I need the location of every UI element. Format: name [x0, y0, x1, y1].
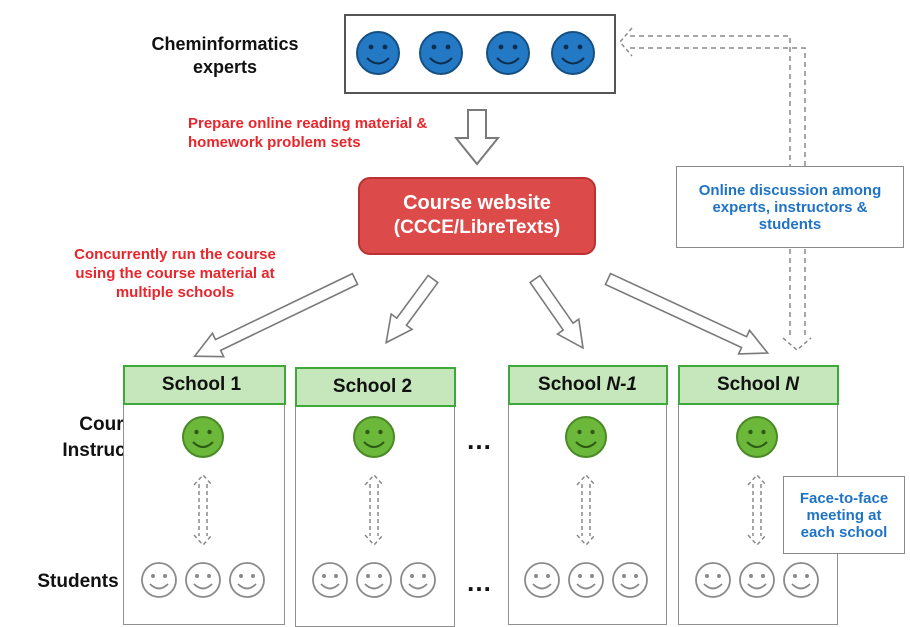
school-header-2: School 2: [294, 366, 456, 407]
student-face-icon: [695, 562, 731, 598]
expert-face-icon: [356, 31, 400, 75]
arrow-to-school-n-icon: [604, 272, 770, 355]
dashed-arrowhead-down-icon: [782, 337, 812, 351]
experts-label: Cheminformatics experts: [151, 34, 299, 77]
face-to-face-text: Face-to-face meeting at each school: [799, 489, 889, 541]
online-discussion-box: Online discussion among experts, instruc…: [676, 166, 904, 248]
face-to-face-arrow-icon: [747, 473, 767, 547]
course-website-box: Course website (CCCE/LibreTexts): [358, 177, 596, 255]
course-website-subtitle: (CCCE/LibreTexts): [393, 217, 561, 239]
expert-face-icon: [486, 31, 530, 75]
expert-face-icon: [551, 31, 595, 75]
arrow-to-school-1-icon: [193, 272, 359, 358]
student-face-icon: [568, 562, 604, 598]
face-to-face-arrow-icon: [364, 473, 384, 547]
student-face-icon: [356, 562, 392, 598]
instructor-face-icon: [565, 416, 607, 458]
student-face-icon: [400, 562, 436, 598]
student-face-icon: [229, 562, 265, 598]
arrow-to-school-n-minus-1-icon: [528, 274, 584, 350]
discussion-dashed-arrow: [630, 35, 806, 338]
student-face-icon: [312, 562, 348, 598]
instructor-face-icon: [736, 416, 778, 458]
school-header-1: School 1: [122, 364, 286, 405]
student-face-icon: [612, 562, 648, 598]
instructor-face-icon: [182, 416, 224, 458]
ellipsis-students: …: [466, 567, 492, 597]
prepare-text: Prepare online reading material & homewo…: [188, 115, 428, 151]
student-face-icon: [739, 562, 775, 598]
face-to-face-arrow-icon: [193, 473, 213, 547]
online-discussion-text: Online discussion among experts, instruc…: [698, 181, 882, 233]
course-website-title: Course website: [403, 192, 551, 215]
student-face-icon: [141, 562, 177, 598]
arrow-to-school-2-icon: [385, 274, 439, 345]
face-to-face-box: Face-to-face meeting at each school: [783, 476, 905, 554]
student-face-icon: [783, 562, 819, 598]
instructor-face-icon: [353, 416, 395, 458]
student-face-icon: [185, 562, 221, 598]
student-face-icon: [524, 562, 560, 598]
face-to-face-arrow-icon: [576, 473, 596, 547]
students-label: Students: [37, 571, 119, 592]
diagram-graphics: [141, 27, 819, 598]
dashed-arrowhead-left-icon: [619, 27, 633, 57]
expert-face-icon: [419, 31, 463, 75]
concurrent-text: Concurrently run the course using the co…: [74, 246, 276, 301]
ellipsis-instructors: …: [466, 425, 492, 455]
down-arrow-icon: [453, 109, 501, 166]
